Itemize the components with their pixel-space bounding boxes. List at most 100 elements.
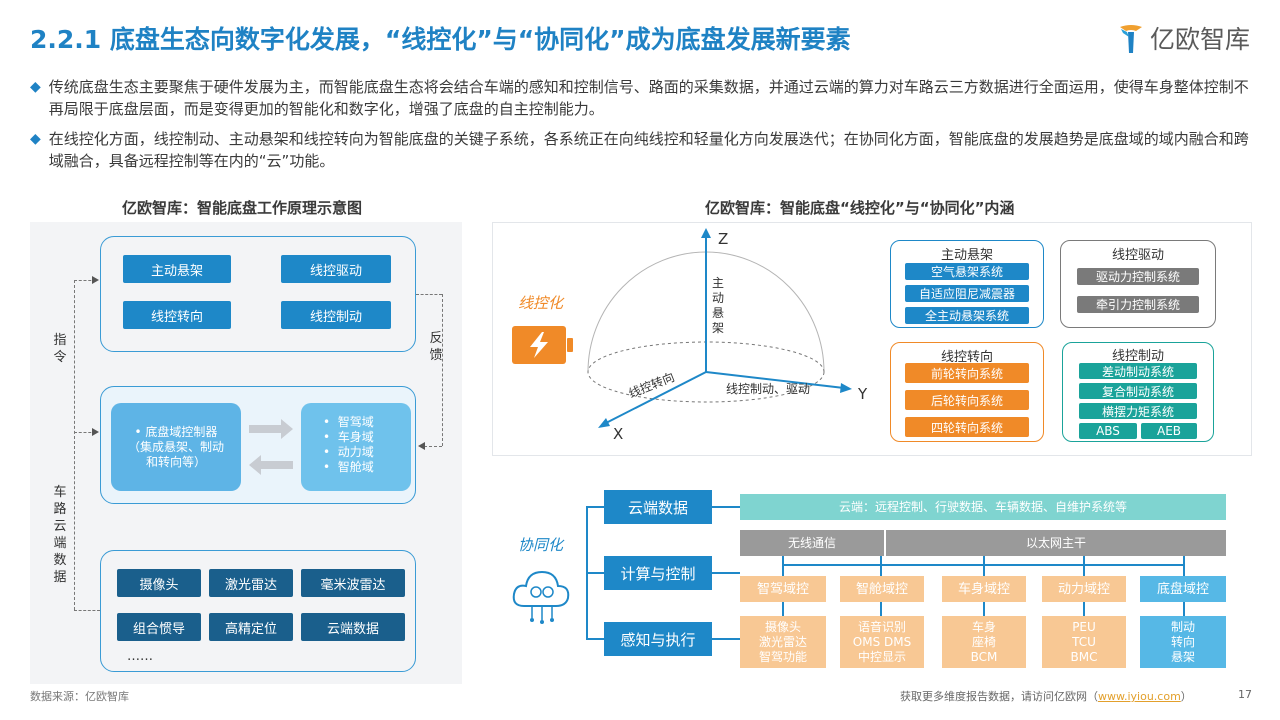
connector-left-top — [74, 280, 96, 281]
axis-z-label: Z — [718, 230, 729, 248]
item-abs: ABS — [1079, 423, 1137, 439]
logo-icon — [1120, 25, 1142, 53]
data-source: 数据来源：亿欧智库 — [30, 690, 129, 703]
row-label-compute: 计算与控制 — [604, 556, 712, 590]
right-caption: 亿欧智库：智能底盘“线控化”与“协同化”内涵 — [705, 199, 1015, 217]
link-line — [712, 638, 740, 640]
cloud-bar: 云端：远程控制、行驶数据、车辆数据、自维护系统等 — [740, 494, 1226, 520]
connector-left-bottom — [74, 610, 100, 611]
connector-left-mid — [74, 432, 96, 433]
btn-camera: 摄像头 — [117, 569, 201, 597]
group-title: 主动悬架 — [940, 248, 993, 263]
btn-mmwave-radar: 毫米波雷达 — [301, 569, 405, 597]
diamond-icon: ◆ — [30, 131, 41, 147]
bullet-text: 在线控化方面，线控制动、主动悬架和线控转向为智能底盘的关键子系统，各系统正在向纯… — [48, 130, 1249, 170]
axis-y-label: Y — [858, 385, 868, 403]
logo: 亿欧智库 — [1118, 20, 1250, 56]
label-vehicle-road-cloud: 车路云端数据 — [53, 485, 67, 585]
bullet-list: ◆ 传统底盘生态主要聚焦于硬件发展为主，而智能底盘生态将会结合车端的感知和控制信… — [30, 76, 1252, 180]
exec-power: PEU TCU BMC — [1042, 616, 1126, 668]
exec-adas: 摄像头 激光雷达 智驾功能 — [740, 616, 826, 668]
btn-wire-steer: 线控转向 — [123, 301, 231, 329]
bidirectional-arrows-icon — [249, 419, 293, 475]
iyiou-link[interactable]: www.iyiou.com — [1098, 690, 1181, 703]
bus-drop — [983, 556, 985, 576]
item-adaptive-damper: 自适应阻尼减震器 — [905, 285, 1029, 302]
label-feedback: 反馈 — [429, 331, 443, 363]
domain-cockpit: 智舱域控 — [840, 576, 924, 602]
group-wire-brake: 线控制动 差动制动系统 复合制动系统 横摆力矩系统 ABS AEB — [1062, 342, 1214, 442]
footer-note-text: 获取更多维度报告数据，请访问亿欧网（ — [900, 690, 1098, 703]
item-four-wheel-steer: 四轮转向系统 — [905, 417, 1029, 437]
btn-wire-brake: 线控制动 — [281, 301, 391, 329]
exec-link — [1083, 602, 1085, 616]
domain-item: • 车身域 — [323, 430, 374, 444]
cloud-brain-icon — [512, 570, 570, 624]
link-line — [712, 572, 740, 574]
bus-drop — [880, 556, 882, 576]
item-traction-control: 牵引力控制系统 — [1077, 296, 1199, 313]
domain-list: • 智驾域 • 车身域 • 动力域 • 智舱域 — [301, 403, 411, 491]
footer-note-end: ） — [1180, 690, 1192, 703]
diamond-icon: ◆ — [30, 79, 41, 95]
actuator-box: 主动悬架 线控驱动 线控转向 线控制动 — [100, 236, 416, 352]
item-aeb: AEB — [1141, 423, 1197, 439]
exec-link — [880, 602, 882, 616]
exec-chassis: 制动 转向 悬架 — [1140, 616, 1226, 668]
bus-drop — [1183, 556, 1185, 576]
exec-link — [1183, 602, 1185, 616]
item-front-steer: 前轮转向系统 — [905, 363, 1029, 383]
btn-active-suspension: 主动悬架 — [123, 255, 231, 283]
arrow-right-icon — [92, 276, 99, 284]
item-drive-force-control: 驱动力控制系统 — [1077, 268, 1199, 285]
btn-hd-positioning: 高精定位 — [209, 613, 293, 641]
domain-power: 动力域控 — [1042, 576, 1126, 602]
bus-drop — [782, 556, 784, 576]
exec-body: 车身 座椅 BCM — [942, 616, 1026, 668]
arrow-left-icon — [418, 442, 425, 450]
link-line — [712, 506, 740, 508]
row-bracket-tick — [586, 638, 604, 640]
axis-x-label: X — [613, 425, 624, 443]
domain-chassis: 底盘域控 — [1140, 576, 1226, 602]
chassis-domain-controller: • 底盘域控制器 （集成悬架、制动 和转向等） — [111, 403, 241, 491]
axis-z-text: 主动悬架 — [711, 276, 724, 335]
label-command: 指令 — [53, 333, 67, 365]
domain-body: 车身域控 — [942, 576, 1026, 602]
item-full-active-suspension: 全主动悬架系统 — [905, 307, 1029, 324]
feedback-line — [442, 294, 443, 446]
bus-drop — [1083, 556, 1085, 576]
group-active-suspension: 主动悬架 空气悬架系统 自适应阻尼减震器 全主动悬架系统 — [890, 240, 1044, 328]
domain-adas: 智驾域控 — [740, 576, 826, 602]
bullet-item: ◆ 传统底盘生态主要聚焦于硬件发展为主，而智能底盘生态将会结合车端的感知和控制信… — [30, 76, 1252, 120]
btn-cloud-data: 云端数据 — [301, 613, 405, 641]
bullet-item: ◆ 在线控化方面，线控制动、主动悬架和线控转向为智能底盘的关键子系统，各系统正在… — [30, 128, 1252, 172]
item-compound-brake: 复合制动系统 — [1079, 383, 1197, 399]
footer-note: 获取更多维度报告数据，请访问亿欧网（www.iyiou.com） — [900, 688, 1192, 704]
axis-y-text: 线控制动、驱动 — [726, 382, 811, 396]
domain-item: • 智舱域 — [323, 460, 374, 474]
wireless-bar: 无线通信 — [740, 530, 884, 556]
label-synergy: 协同化 — [518, 536, 564, 554]
btn-lidar: 激光雷达 — [209, 569, 293, 597]
group-wire-drive: 线控驱动 驱动力控制系统 牵引力控制系统 — [1060, 240, 1216, 328]
feedback-top — [416, 294, 442, 295]
item-yaw-moment: 横摆力矩系统 — [1079, 403, 1197, 419]
exec-link — [983, 602, 985, 616]
item-differential-brake: 差动制动系统 — [1079, 363, 1197, 379]
btn-wire-drive: 线控驱动 — [281, 255, 391, 283]
row-label-sense: 感知与执行 — [604, 622, 712, 656]
group-title: 线控驱动 — [1111, 248, 1164, 263]
btn-ins: 组合惯导 — [117, 613, 201, 641]
group-title: 线控转向 — [940, 350, 993, 365]
group-title: 线控制动 — [1111, 349, 1164, 364]
row-label-cloud: 云端数据 — [604, 490, 712, 524]
page-number: 17 — [1238, 688, 1252, 701]
row-bracket-tick — [586, 506, 604, 508]
exec-cockpit: 语音识别 OMS DMS 中控显示 — [840, 616, 924, 668]
ethernet-bar: 以太网主干 — [886, 530, 1226, 556]
3d-axes — [587, 228, 852, 428]
item-air-suspension: 空气悬架系统 — [905, 263, 1029, 280]
left-caption: 亿欧智库：智能底盘工作原理示意图 — [122, 199, 363, 217]
domain-item: • 智驾域 — [323, 415, 374, 429]
